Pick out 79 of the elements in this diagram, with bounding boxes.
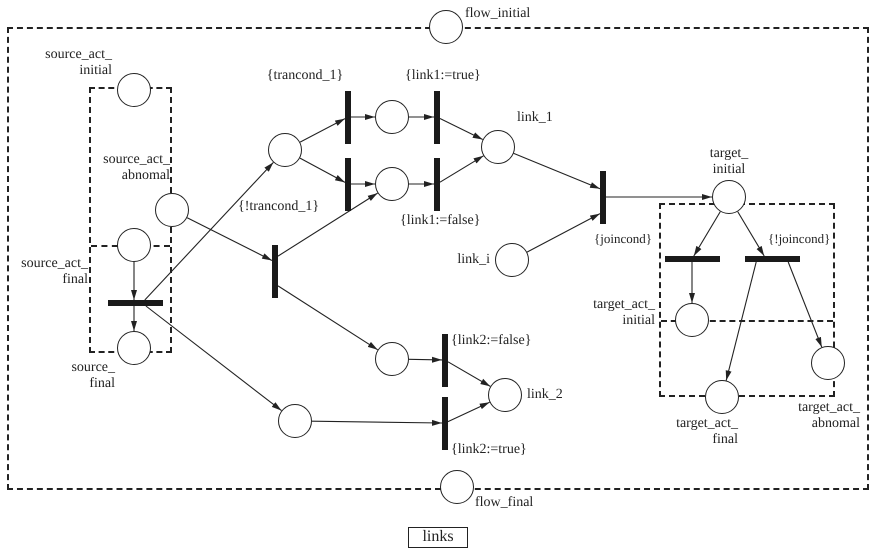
transition-bar	[442, 396, 448, 450]
arrow	[300, 118, 346, 143]
place-circle	[117, 228, 151, 262]
node-label: source_act_ final	[20, 256, 88, 288]
arrow	[146, 306, 282, 412]
place-circle	[481, 130, 515, 164]
arrow	[448, 402, 490, 422]
transition-bar	[744, 256, 800, 262]
arrow	[788, 262, 822, 348]
place-circle	[375, 342, 409, 376]
dashed-region	[7, 27, 869, 490]
node-label: flow_initial	[465, 6, 532, 22]
caption-box: links	[408, 527, 468, 548]
arrow	[351, 181, 375, 187]
place-circle	[488, 378, 522, 412]
arrow	[409, 356, 442, 363]
node-label: target_act_ final	[675, 416, 738, 448]
arrow	[278, 192, 378, 257]
arrow	[689, 262, 695, 303]
transition-bar	[272, 244, 278, 298]
node-label: {joincond}	[594, 231, 653, 247]
place-circle	[155, 193, 189, 227]
place-circle	[675, 303, 709, 337]
node-label: target_act_ abnomal	[797, 400, 860, 432]
node-label: source_ final	[70, 360, 115, 392]
node-label: {link1:=true}	[405, 68, 482, 84]
transition-bar	[434, 90, 440, 144]
node-label: flow_final	[475, 495, 534, 511]
arrow	[131, 262, 137, 300]
place-circle	[440, 470, 474, 504]
arrow	[726, 262, 757, 381]
node-label: link_1	[517, 110, 554, 126]
place-circle	[429, 10, 463, 44]
place-circle	[495, 243, 529, 277]
arrow	[278, 285, 378, 350]
node-label: {link1:=false}	[400, 213, 482, 229]
node-label: target_ initial	[708, 146, 750, 178]
place-circle	[712, 180, 746, 214]
arrow	[312, 420, 442, 426]
place-circle	[117, 331, 151, 365]
arrow	[606, 194, 712, 200]
place-circle	[278, 404, 312, 438]
node-label: {!trancond_1}	[238, 199, 320, 215]
place-circle	[117, 73, 151, 107]
arrow	[693, 211, 721, 256]
node-label: source_act_ abnomal	[102, 152, 170, 184]
transition-bar	[345, 90, 351, 144]
node-label: {trancond_1}	[266, 68, 344, 84]
node-label: source_act_ initial	[44, 47, 112, 79]
arrow	[440, 118, 483, 140]
node-label: link_2	[527, 387, 564, 403]
arrow	[737, 211, 765, 256]
place-circle	[811, 346, 845, 380]
arrow	[514, 152, 600, 190]
arrow	[409, 181, 434, 187]
arrow	[526, 213, 600, 253]
place-circle	[268, 133, 302, 167]
node-label: {link2:=true}	[451, 442, 528, 458]
place-circle	[375, 100, 409, 134]
node-label: target_act_ initial	[592, 297, 655, 329]
arrow	[144, 162, 274, 300]
transition-bar	[442, 334, 448, 386]
transition-bar	[434, 158, 440, 210]
arrow	[131, 306, 137, 331]
arrow	[186, 217, 272, 261]
arrow	[351, 114, 375, 120]
arrow	[440, 155, 484, 183]
node-label: {!joincond}	[768, 231, 832, 247]
place-circle	[705, 380, 739, 414]
arrow	[300, 158, 346, 183]
arrow	[409, 114, 434, 120]
transition-bar	[345, 158, 351, 210]
node-label: link_i	[456, 252, 490, 268]
transition-bar	[664, 256, 720, 262]
place-circle	[375, 167, 409, 201]
arrow	[448, 361, 491, 387]
transition-bar	[600, 170, 606, 224]
transition-bar	[108, 300, 162, 306]
node-label: {link2:=false}	[451, 333, 532, 349]
